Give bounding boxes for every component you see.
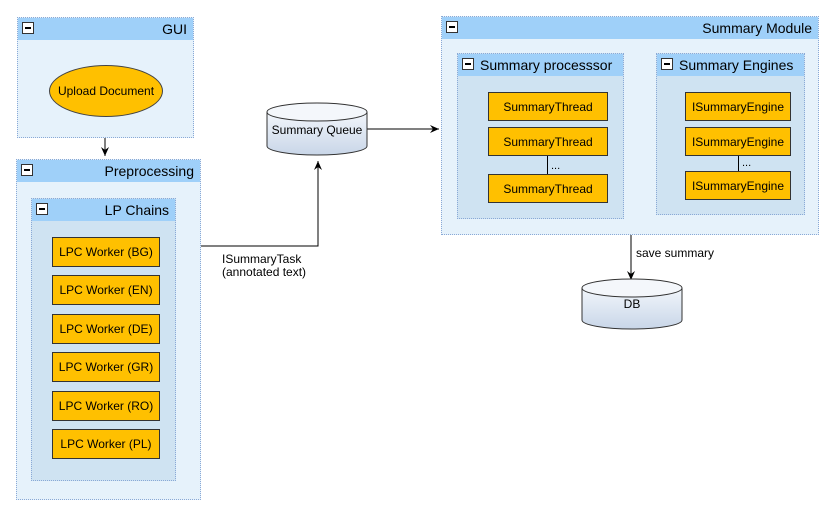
engine-connector [738, 156, 739, 172]
summary-engine-2[interactable]: ISummaryEngine [685, 127, 791, 156]
preprocessing-title: Preprocessing [104, 163, 195, 179]
lpc-worker-de[interactable]: LPC Worker (DE) [52, 314, 160, 344]
lp-chains-header: LP Chains [32, 199, 175, 221]
collapse-icon[interactable] [661, 58, 673, 70]
summary-queue-label: Summary Queue [271, 123, 363, 137]
thread-ellipsis: ... [551, 160, 561, 172]
db-cylinder [581, 278, 683, 330]
summary-processor-container: Summary processsor SummaryThread Summary… [457, 53, 624, 219]
task-label-line2: (annotated text) [222, 265, 307, 279]
gui-container: GUI Upload Document [17, 17, 194, 138]
save-summary-label: save summary [636, 246, 715, 260]
collapse-icon[interactable] [36, 203, 48, 215]
lpc-worker-ro[interactable]: LPC Worker (RO) [52, 391, 160, 421]
collapse-icon[interactable] [21, 164, 33, 176]
db-label: DB [623, 297, 641, 311]
lpc-worker-gr[interactable]: LPC Worker (GR) [52, 352, 160, 382]
summary-queue-cylinder [266, 102, 368, 156]
lp-chains-title: LP Chains [104, 202, 169, 218]
upload-document-node[interactable]: Upload Document [49, 65, 163, 117]
lpc-worker-en[interactable]: LPC Worker (EN) [52, 275, 160, 305]
collapse-icon[interactable] [446, 21, 458, 33]
summary-thread-3[interactable]: SummaryThread [488, 174, 608, 203]
summary-engine-3[interactable]: ISummaryEngine [685, 171, 791, 200]
summary-module-header: Summary Module [442, 17, 818, 39]
summary-processor-title: Summary processsor [480, 57, 613, 73]
preprocessing-header: Preprocessing [17, 160, 200, 182]
lp-chains-container: LP Chains LPC Worker (BG) LPC Worker (EN… [31, 198, 176, 481]
summary-engines-header: Summary Engines [657, 54, 804, 76]
summary-processor-header: Summary processsor [458, 54, 623, 76]
summary-engines-container: Summary Engines ISummaryEngine ISummaryE… [656, 53, 805, 215]
summary-engines-title: Summary Engines [679, 57, 794, 73]
task-label-line1: ISummaryTask [222, 252, 302, 266]
preprocessing-container: Preprocessing LP Chains LPC Worker (BG) … [16, 159, 201, 500]
lpc-worker-pl[interactable]: LPC Worker (PL) [52, 429, 160, 459]
edge-preprocessing-to-queue [201, 161, 322, 247]
gui-header: GUI [18, 18, 193, 40]
thread-connector [547, 156, 548, 174]
summary-thread-2[interactable]: SummaryThread [488, 127, 608, 156]
summary-module-title: Summary Module [702, 20, 812, 36]
collapse-icon[interactable] [462, 58, 474, 70]
summary-module-container: Summary Module Summary processsor Summar… [441, 16, 819, 235]
engine-ellipsis: ... [742, 157, 752, 169]
summary-thread-1[interactable]: SummaryThread [488, 92, 608, 121]
summary-engine-1[interactable]: ISummaryEngine [685, 92, 791, 121]
collapse-icon[interactable] [22, 22, 34, 34]
lpc-worker-bg[interactable]: LPC Worker (BG) [52, 237, 160, 267]
gui-title: GUI [162, 21, 187, 37]
